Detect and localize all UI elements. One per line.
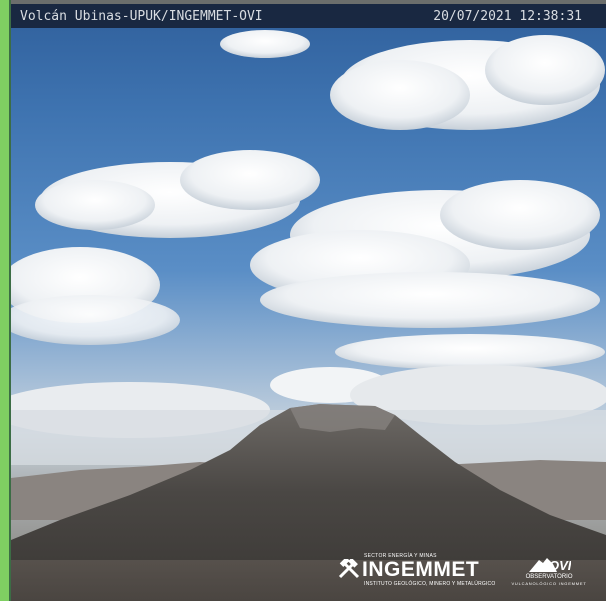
- logo-watermark: SECTOR ENERGÍA Y MINAS INGEMMET INSTITUT…: [336, 550, 586, 590]
- cloud-lower-right: [335, 334, 605, 370]
- cloud-left-bank: [0, 247, 180, 345]
- cloud-upper-right: [330, 35, 605, 130]
- cloud-upper-small: [220, 30, 310, 58]
- timestamp: 20/07/2021 12:38:31: [433, 8, 582, 24]
- camera-header: Volcán Ubinas-UPUK/INGEMMET-OVI 20/07/20…: [11, 4, 606, 28]
- volcano-summit: [11, 404, 606, 601]
- cloud-mid-left: [35, 150, 320, 238]
- ingemmet-subtitle: INSTITUTO GEOLÓGICO, MINERO Y METALÚRGIC…: [364, 581, 496, 587]
- ovi-logo: OVI OBSERVATORIO VULCANOLÓGICO INGEMMET: [511, 554, 586, 586]
- ingemmet-logo: SECTOR ENERGÍA Y MINAS INGEMMET INSTITUT…: [336, 553, 495, 587]
- cloud-mid-right: [250, 180, 600, 328]
- ovi-name: OVI: [549, 558, 571, 573]
- hammer-icon: [336, 557, 362, 581]
- ingemmet-top-line: SECTOR ENERGÍA Y MINAS: [364, 553, 437, 559]
- ovi-volcano-icon: OVI: [527, 554, 572, 574]
- left-border: [0, 0, 9, 601]
- ingemmet-name: INGEMMET: [362, 558, 480, 581]
- station-label: Volcán Ubinas-UPUK/INGEMMET-OVI: [20, 8, 263, 24]
- ovi-subtitle2: VULCANOLÓGICO INGEMMET: [511, 581, 587, 586]
- top-strip: [0, 0, 606, 4]
- left-border-shadow: [9, 0, 11, 601]
- ovi-subtitle: OBSERVATORIO: [525, 574, 573, 580]
